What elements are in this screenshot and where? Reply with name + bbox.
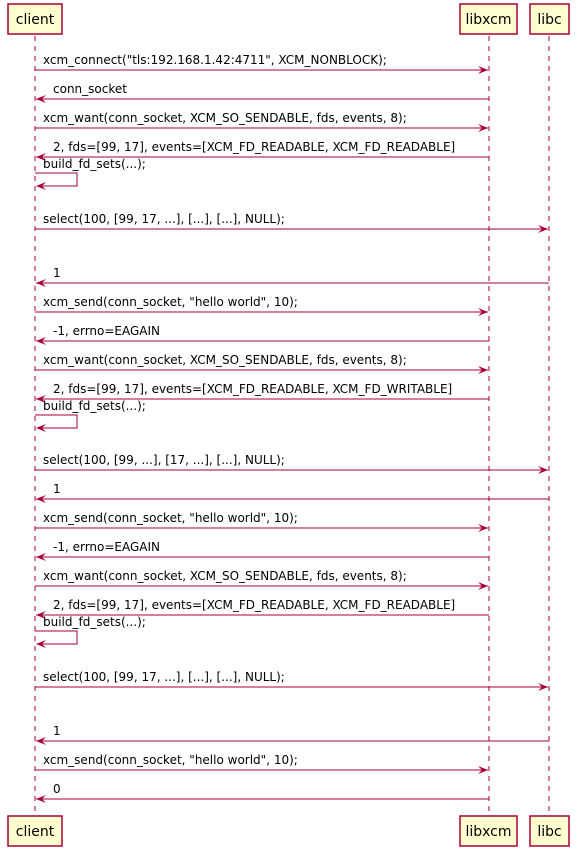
- participant-client-top: client: [7, 3, 63, 35]
- message-22: 0: [36, 782, 489, 803]
- message-18: build_fd_sets(...);: [35, 615, 146, 648]
- arrowhead: [36, 337, 46, 345]
- message-9: xcm_want(conn_socket, XCM_SO_SENDABLE, f…: [35, 353, 488, 374]
- message-label: build_fd_sets(...);: [43, 157, 146, 171]
- participant-libxcm-label-bottom: libxcm: [465, 824, 511, 840]
- message-5: select(100, [99, 17, ...], [...], [...],…: [35, 212, 548, 233]
- message-label: conn_socket: [53, 82, 127, 96]
- participant-libxcm-label: libxcm: [465, 12, 511, 28]
- message-label: 2, fds=[99, 17], events=[XCM_FD_READABLE…: [53, 598, 455, 612]
- self-message-line: [35, 630, 78, 645]
- participant-client-label-bottom: client: [16, 824, 55, 840]
- message-12: select(100, [99, ...], [17, ...], [...],…: [35, 453, 548, 474]
- arrowhead: [538, 225, 548, 233]
- message-label: -1, errno=EAGAIN: [53, 324, 160, 338]
- message-21: xcm_send(conn_socket, "hello world", 10)…: [35, 753, 488, 774]
- arrowhead: [478, 524, 488, 532]
- arrowhead: [478, 766, 488, 774]
- messages-group: xcm_connect("tls:192.168.1.42:4711", XCM…: [35, 53, 549, 803]
- message-20: 1: [36, 724, 549, 745]
- participant-client-label: client: [16, 12, 55, 28]
- message-16: xcm_want(conn_socket, XCM_SO_SENDABLE, f…: [35, 569, 488, 590]
- message-label: 1: [53, 482, 61, 496]
- self-message-line: [35, 414, 78, 429]
- message-label: 0: [53, 782, 61, 796]
- arrowhead: [538, 683, 548, 691]
- message-label: xcm_send(conn_socket, "hello world", 10)…: [43, 511, 298, 525]
- arrowhead: [36, 395, 46, 403]
- arrowhead: [36, 795, 46, 803]
- message-label: select(100, [99, ...], [17, ...], [...],…: [43, 453, 285, 467]
- participant-client-bottom: client: [7, 815, 63, 847]
- message-6: 1: [36, 266, 549, 287]
- arrowhead: [36, 640, 46, 648]
- participant-libc-top: libc: [529, 3, 570, 35]
- message-label: 1: [53, 724, 61, 738]
- message-label: 1: [53, 266, 61, 280]
- participant-libc-label: libc: [537, 12, 561, 28]
- message-13: 1: [36, 482, 549, 503]
- arrowhead: [36, 95, 46, 103]
- arrowhead: [36, 611, 46, 619]
- arrowhead: [36, 737, 46, 745]
- participant-libc-bottom: libc: [529, 815, 570, 847]
- message-14: xcm_send(conn_socket, "hello world", 10)…: [35, 511, 488, 532]
- participant-libxcm-bottom: libxcm: [459, 815, 518, 847]
- message-label: xcm_want(conn_socket, XCM_SO_SENDABLE, f…: [43, 353, 407, 367]
- participant-libxcm-top: libxcm: [459, 3, 518, 35]
- arrowhead: [36, 153, 46, 161]
- arrowhead: [36, 424, 46, 432]
- message-label: 2, fds=[99, 17], events=[XCM_FD_READABLE…: [53, 140, 455, 154]
- message-label: build_fd_sets(...);: [43, 399, 146, 413]
- arrowhead: [36, 182, 46, 190]
- message-10: 2, fds=[99, 17], events=[XCM_FD_READABLE…: [36, 382, 489, 403]
- message-label: 2, fds=[99, 17], events=[XCM_FD_READABLE…: [53, 382, 452, 396]
- message-label: xcm_connect("tls:192.168.1.42:4711", XCM…: [43, 53, 387, 67]
- message-0: xcm_connect("tls:192.168.1.42:4711", XCM…: [35, 53, 488, 74]
- message-2: xcm_want(conn_socket, XCM_SO_SENDABLE, f…: [35, 111, 488, 132]
- arrowhead: [478, 308, 488, 316]
- arrowhead: [538, 466, 548, 474]
- message-label: -1, errno=EAGAIN: [53, 540, 160, 554]
- message-4: build_fd_sets(...);: [35, 157, 146, 190]
- message-label: xcm_send(conn_socket, "hello world", 10)…: [43, 753, 298, 767]
- message-3: 2, fds=[99, 17], events=[XCM_FD_READABLE…: [36, 140, 489, 161]
- message-1: conn_socket: [36, 82, 489, 103]
- message-label: select(100, [99, 17, ...], [...], [...],…: [43, 670, 285, 684]
- message-8: -1, errno=EAGAIN: [36, 324, 489, 345]
- message-label: xcm_want(conn_socket, XCM_SO_SENDABLE, f…: [43, 111, 407, 125]
- arrowhead: [478, 366, 488, 374]
- arrowhead: [36, 495, 46, 503]
- message-11: build_fd_sets(...);: [35, 399, 146, 432]
- arrowhead: [478, 582, 488, 590]
- participant-libc-label-bottom: libc: [537, 824, 561, 840]
- arrowhead: [36, 279, 46, 287]
- message-15: -1, errno=EAGAIN: [36, 540, 489, 561]
- arrowhead: [478, 124, 488, 132]
- message-19: select(100, [99, 17, ...], [...], [...],…: [35, 670, 548, 691]
- message-7: xcm_send(conn_socket, "hello world", 10)…: [35, 295, 488, 316]
- arrowhead: [478, 66, 488, 74]
- message-17: 2, fds=[99, 17], events=[XCM_FD_READABLE…: [36, 598, 489, 619]
- arrowhead: [36, 553, 46, 561]
- message-label: xcm_send(conn_socket, "hello world", 10)…: [43, 295, 298, 309]
- message-label: build_fd_sets(...);: [43, 615, 146, 629]
- message-label: xcm_want(conn_socket, XCM_SO_SENDABLE, f…: [43, 569, 407, 583]
- self-message-line: [35, 172, 78, 187]
- message-label: select(100, [99, 17, ...], [...], [...],…: [43, 212, 285, 226]
